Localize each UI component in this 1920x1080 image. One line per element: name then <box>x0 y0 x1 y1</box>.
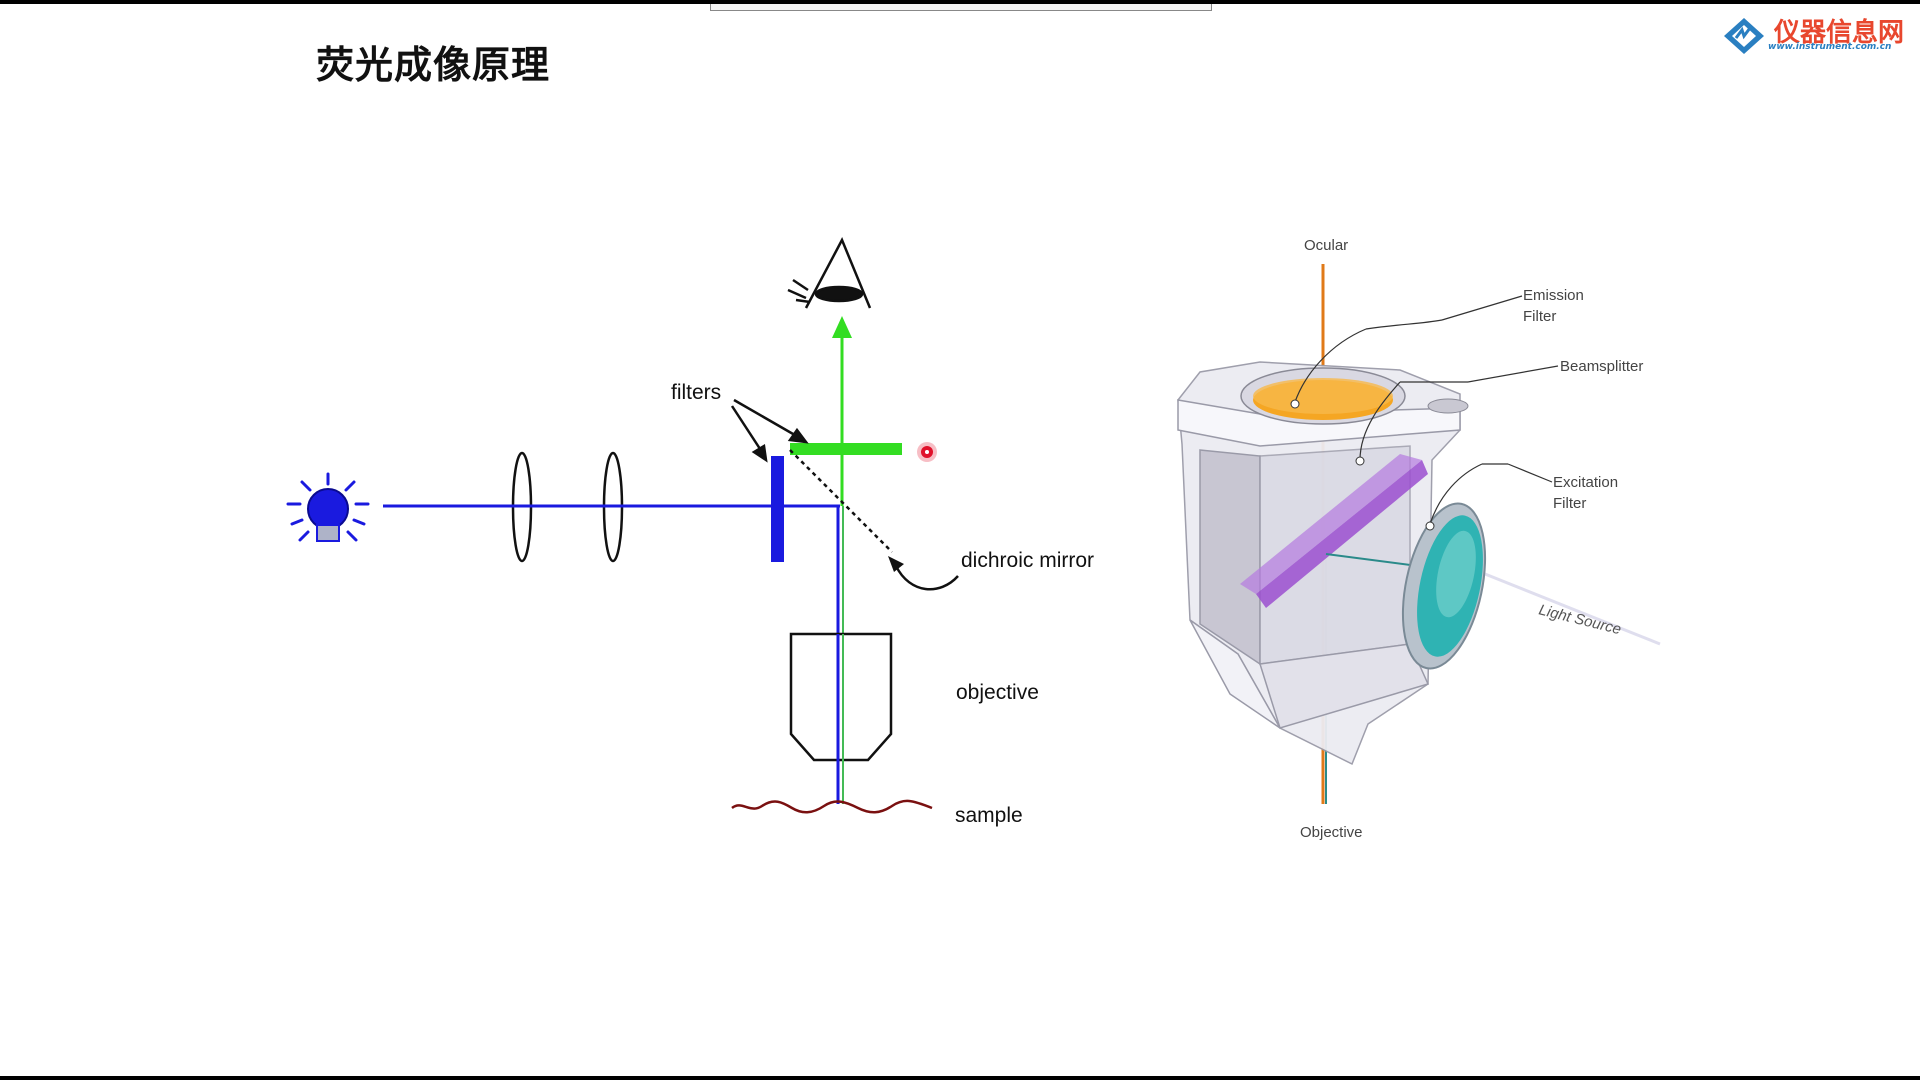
label-filters: filters <box>671 381 721 404</box>
label-objective-right: Objective <box>1300 824 1363 841</box>
emission-arrowhead <box>832 316 852 338</box>
label-emission-filter-2: Filter <box>1523 308 1556 325</box>
objective-lens <box>789 632 893 762</box>
excitation-filter <box>771 456 784 562</box>
lamp-icon <box>286 472 370 542</box>
logo: 仪器信息网 www.instrument.com.cn <box>1718 10 1918 60</box>
logo-icon <box>1724 18 1764 54</box>
beamsplitter-plate <box>1256 460 1428 608</box>
label-sample: sample <box>955 804 1023 827</box>
label-dichroic-mirror: dichroic mirror <box>961 549 1094 572</box>
fluorescence-schematic: filters dichroic mirror objective sample <box>286 237 1094 827</box>
logo-name: 仪器信息网 <box>1774 18 1905 48</box>
eye-icon <box>787 237 872 309</box>
slide-title: 荧光成像原理 <box>316 43 551 87</box>
filter-cube-illustration: Ocular Emission Filter Beamsplitter Exci… <box>1177 237 1661 841</box>
dichroic-arrow <box>894 565 959 591</box>
label-beamsplitter: Beamsplitter <box>1560 358 1643 375</box>
sample-surface <box>731 799 933 814</box>
callout-lines <box>1294 319 1508 525</box>
logo-url: www.instrument.com.cn <box>1768 42 1892 52</box>
label-emission-filter-1: Emission <box>1523 287 1584 304</box>
label-objective: objective <box>956 681 1039 704</box>
label-ocular: Ocular <box>1304 237 1348 254</box>
slide: 荧光成像原理 仪器信息网 www.instrument.com.cn <box>0 4 1920 1076</box>
label-excitation-filter-1: Excitation <box>1553 474 1618 491</box>
label-excitation-filter-2: Filter <box>1553 495 1586 512</box>
label-light-source: Light Source <box>1537 601 1623 638</box>
pointer-dot-icon <box>917 442 937 462</box>
filters-arrows <box>730 398 809 463</box>
emission-filter <box>790 443 902 455</box>
top-tab <box>710 4 1212 11</box>
dichroic-mirror <box>789 449 893 553</box>
